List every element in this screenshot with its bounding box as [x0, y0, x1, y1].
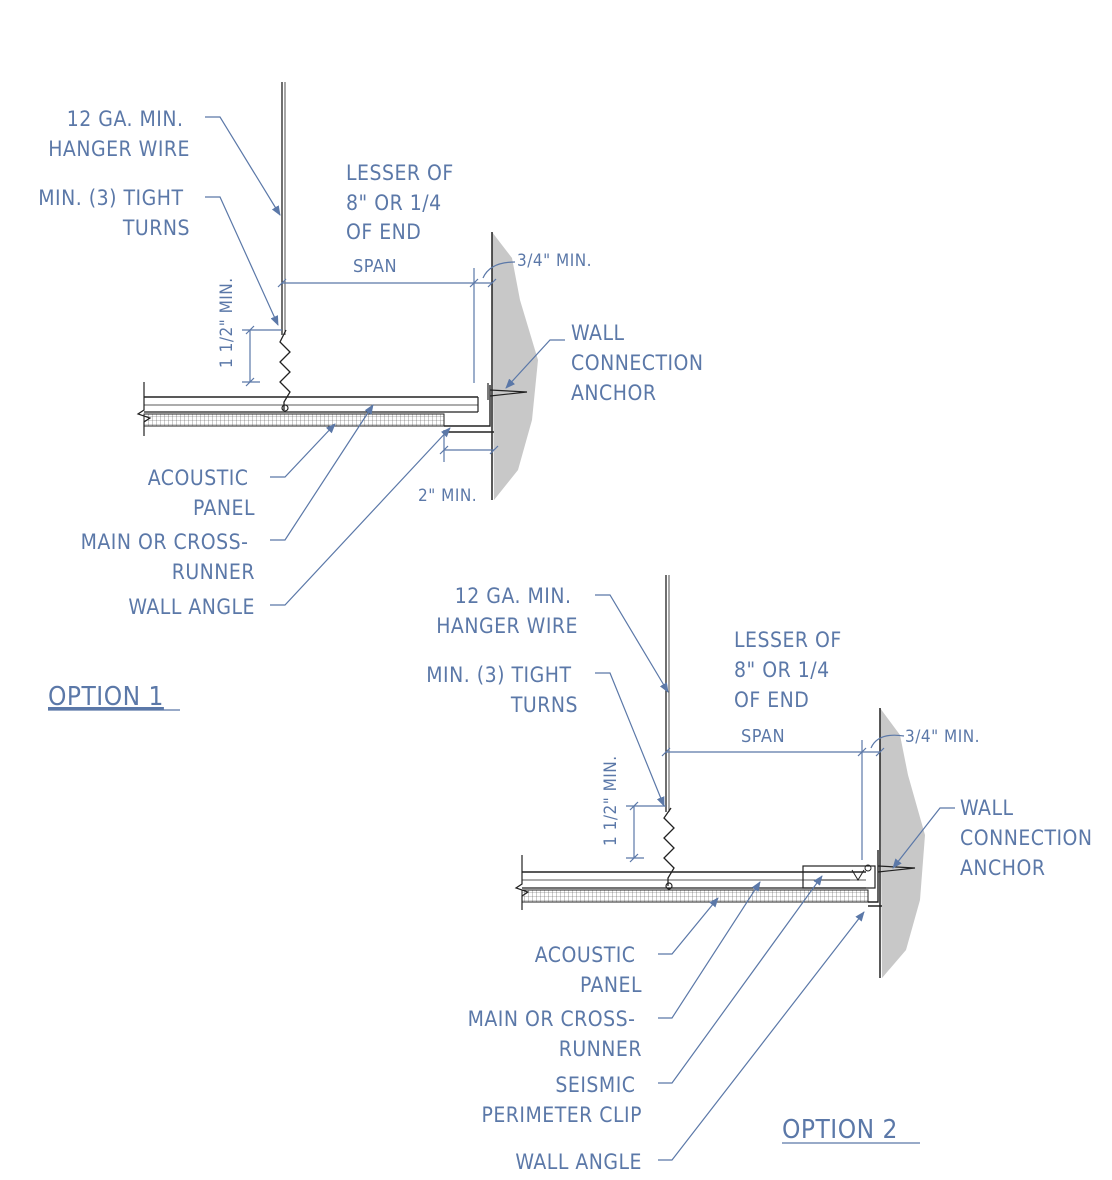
two-min-label-1: 2" MIN.	[418, 486, 477, 506]
option-1-title: OPTION 1	[48, 682, 164, 712]
wall-anchor-label-2: WALL CONNECTION ANCHOR	[960, 796, 1099, 880]
hanger-wire-label-2: 12 GA. MIN. HANGER WIRE	[436, 584, 578, 638]
acoustic-panel-label-2: ACOUSTIC PANEL	[535, 943, 642, 997]
span-label-2: SPAN	[741, 726, 785, 747]
tight-turns-label-1: MIN. (3) TIGHT TURNS	[38, 186, 190, 240]
wall-angle-2	[868, 850, 882, 907]
lesser-of-label-1: LESSER OF 8" OR 1/4 OF END	[346, 161, 460, 244]
wire-twist-2	[663, 807, 675, 886]
option-1-detail: 12 GA. MIN. HANGER WIRE MIN. (3) TIGHT T…	[38, 82, 710, 712]
option-2-detail: 12 GA. MIN. HANGER WIRE MIN. (3) TIGHT T…	[426, 575, 1099, 1174]
acoustic-panel-2	[521, 889, 869, 903]
three-quarter-label-1: 3/4" MIN.	[517, 251, 592, 271]
option-2-title: OPTION 2	[782, 1115, 898, 1145]
wall-section-2	[880, 708, 925, 978]
wall-angle-label-1: WALL ANGLE	[128, 595, 255, 619]
wall-angle-label-2: WALL ANGLE	[515, 1150, 642, 1174]
lesser-of-label-2: LESSER OF 8" OR 1/4 OF END	[734, 628, 848, 712]
tight-turns-label-2: MIN. (3) TIGHT TURNS	[426, 663, 578, 717]
wall-anchor-label-1: WALL CONNECTION ANCHOR	[571, 321, 710, 405]
wire-twist-1	[279, 329, 291, 410]
wall-anchor-1	[487, 383, 528, 400]
main-runner-label-2: MAIN OR CROSS- RUNNER	[468, 1007, 642, 1061]
span-label-1: SPAN	[353, 256, 397, 277]
vertical-dim-label-1: 1 1/2" MIN.	[217, 277, 237, 368]
wall-section-1	[492, 232, 538, 500]
wall-anchor-2	[877, 865, 916, 873]
vertical-dim-label-2: 1 1/2" MIN.	[601, 755, 621, 846]
seismic-clip-2	[802, 864, 876, 889]
three-quarter-label-2: 3/4" MIN.	[905, 727, 980, 747]
main-runner-label-1: MAIN OR CROSS- RUNNER	[81, 530, 255, 584]
seismic-clip-label-2: SEISMIC PERIMETER CLIP	[481, 1073, 642, 1127]
acoustic-panel-label-1: ACOUSTIC PANEL	[148, 466, 255, 520]
main-runner-1	[144, 396, 479, 413]
wall-angle-1	[444, 385, 494, 433]
acoustic-panel-1	[143, 413, 445, 427]
hanger-wire-label-1: 12 GA. MIN. HANGER WIRE	[48, 107, 190, 161]
